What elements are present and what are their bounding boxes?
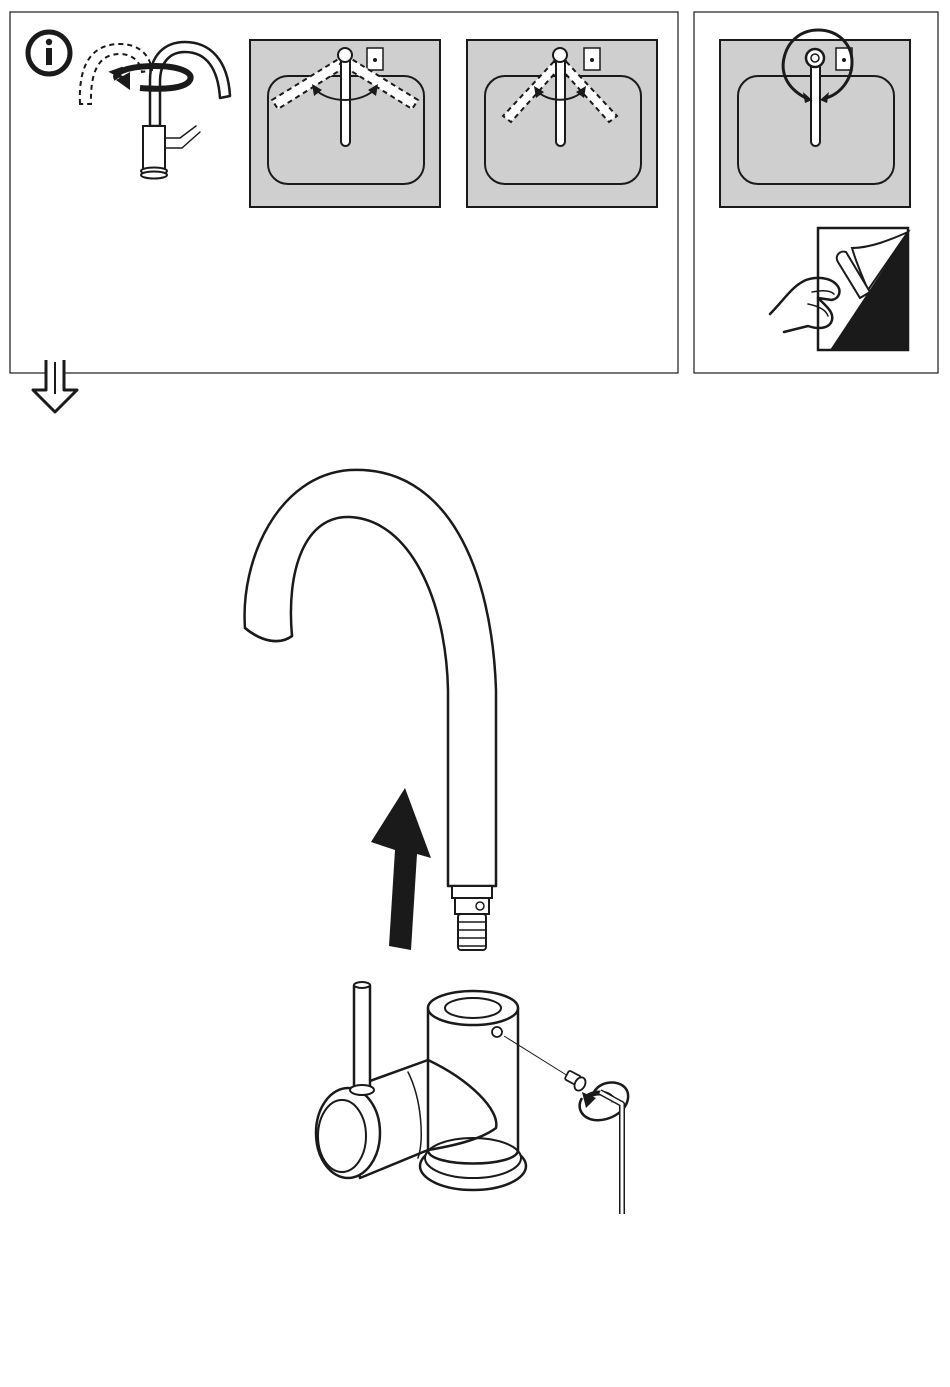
- sink-swing-wide-diagram: [250, 40, 440, 207]
- peel-protective-film-diagram: [770, 228, 908, 350]
- info-icon: [28, 32, 70, 74]
- up-arrow-icon: [371, 788, 431, 950]
- grub-screw: [504, 1036, 588, 1093]
- sink-swing-narrow-diagram: [467, 40, 657, 207]
- spout-pipe: [245, 470, 496, 950]
- sink-rotation-limit-diagram: [720, 30, 910, 207]
- hollow-down-arrow-icon: [33, 360, 77, 412]
- hex-key: [600, 1092, 622, 1214]
- spout-rotation-diagram: [80, 42, 230, 179]
- faucet-body: [316, 982, 526, 1190]
